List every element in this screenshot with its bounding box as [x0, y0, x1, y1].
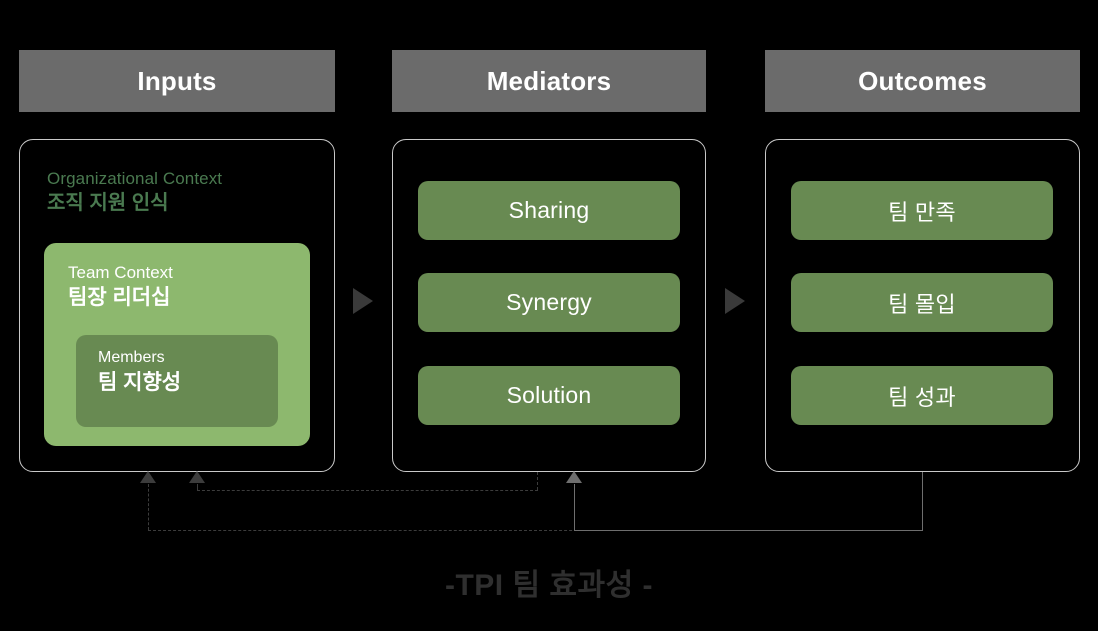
members-box: Members 팀 지향성	[76, 335, 278, 427]
column-header-mediators: Mediators	[392, 50, 706, 112]
flow-arrow-mediators-to-outcomes-icon	[725, 288, 745, 314]
feedback-arrowhead-mediators-to-inputs	[189, 471, 205, 483]
feedback-arrowhead-outcomes-to-inputs	[140, 471, 156, 483]
members-label: Members	[98, 349, 165, 366]
feedback-line-outcomes-drop	[922, 472, 923, 531]
outcome-item-commitment: 팀 몰입	[791, 273, 1053, 332]
team-context-value: 팀장 리더십	[68, 286, 171, 309]
feedback-line-outcomes-to-inputs-horizontal	[148, 530, 923, 531]
flow-arrow-inputs-to-mediators-icon	[353, 288, 373, 314]
mediator-item-sharing: Sharing	[418, 181, 680, 240]
feedback-line-mediators-to-inputs-horizontal	[197, 490, 538, 491]
outcome-item-satisfaction: 팀 만족	[791, 181, 1053, 240]
panel-inputs: Organizational Context 조직 지원 인식 Team Con…	[19, 139, 335, 472]
organizational-context-label: Organizational Context	[47, 169, 223, 188]
diagram-caption: -TPI 팀 효과성 -	[444, 569, 654, 602]
feedback-line-mediators-to-inputs-riser	[197, 484, 198, 490]
column-header-outcomes: Outcomes	[765, 50, 1080, 112]
outcome-item-performance: 팀 성과	[791, 366, 1053, 425]
mediator-item-synergy: Synergy	[418, 273, 680, 332]
mediator-item-solution: Solution	[418, 366, 680, 425]
team-context-label: Team Context	[68, 263, 173, 282]
feedback-line-outcomes-to-inputs-riser	[148, 484, 149, 530]
team-context-box: Team Context 팀장 리더십 Members 팀 지향성	[44, 243, 310, 446]
feedback-line-outcomes-to-mediators-riser	[574, 484, 575, 530]
members-value: 팀 지향성	[98, 371, 182, 394]
column-header-inputs: Inputs	[19, 50, 335, 112]
organizational-context-value: 조직 지원 인식	[47, 192, 169, 214]
feedback-arrowhead-outcomes-to-mediators	[566, 471, 582, 483]
feedback-line-outcomes-to-mediators-horizontal	[574, 530, 923, 531]
feedback-line-mediators-to-inputs-drop	[537, 472, 538, 490]
